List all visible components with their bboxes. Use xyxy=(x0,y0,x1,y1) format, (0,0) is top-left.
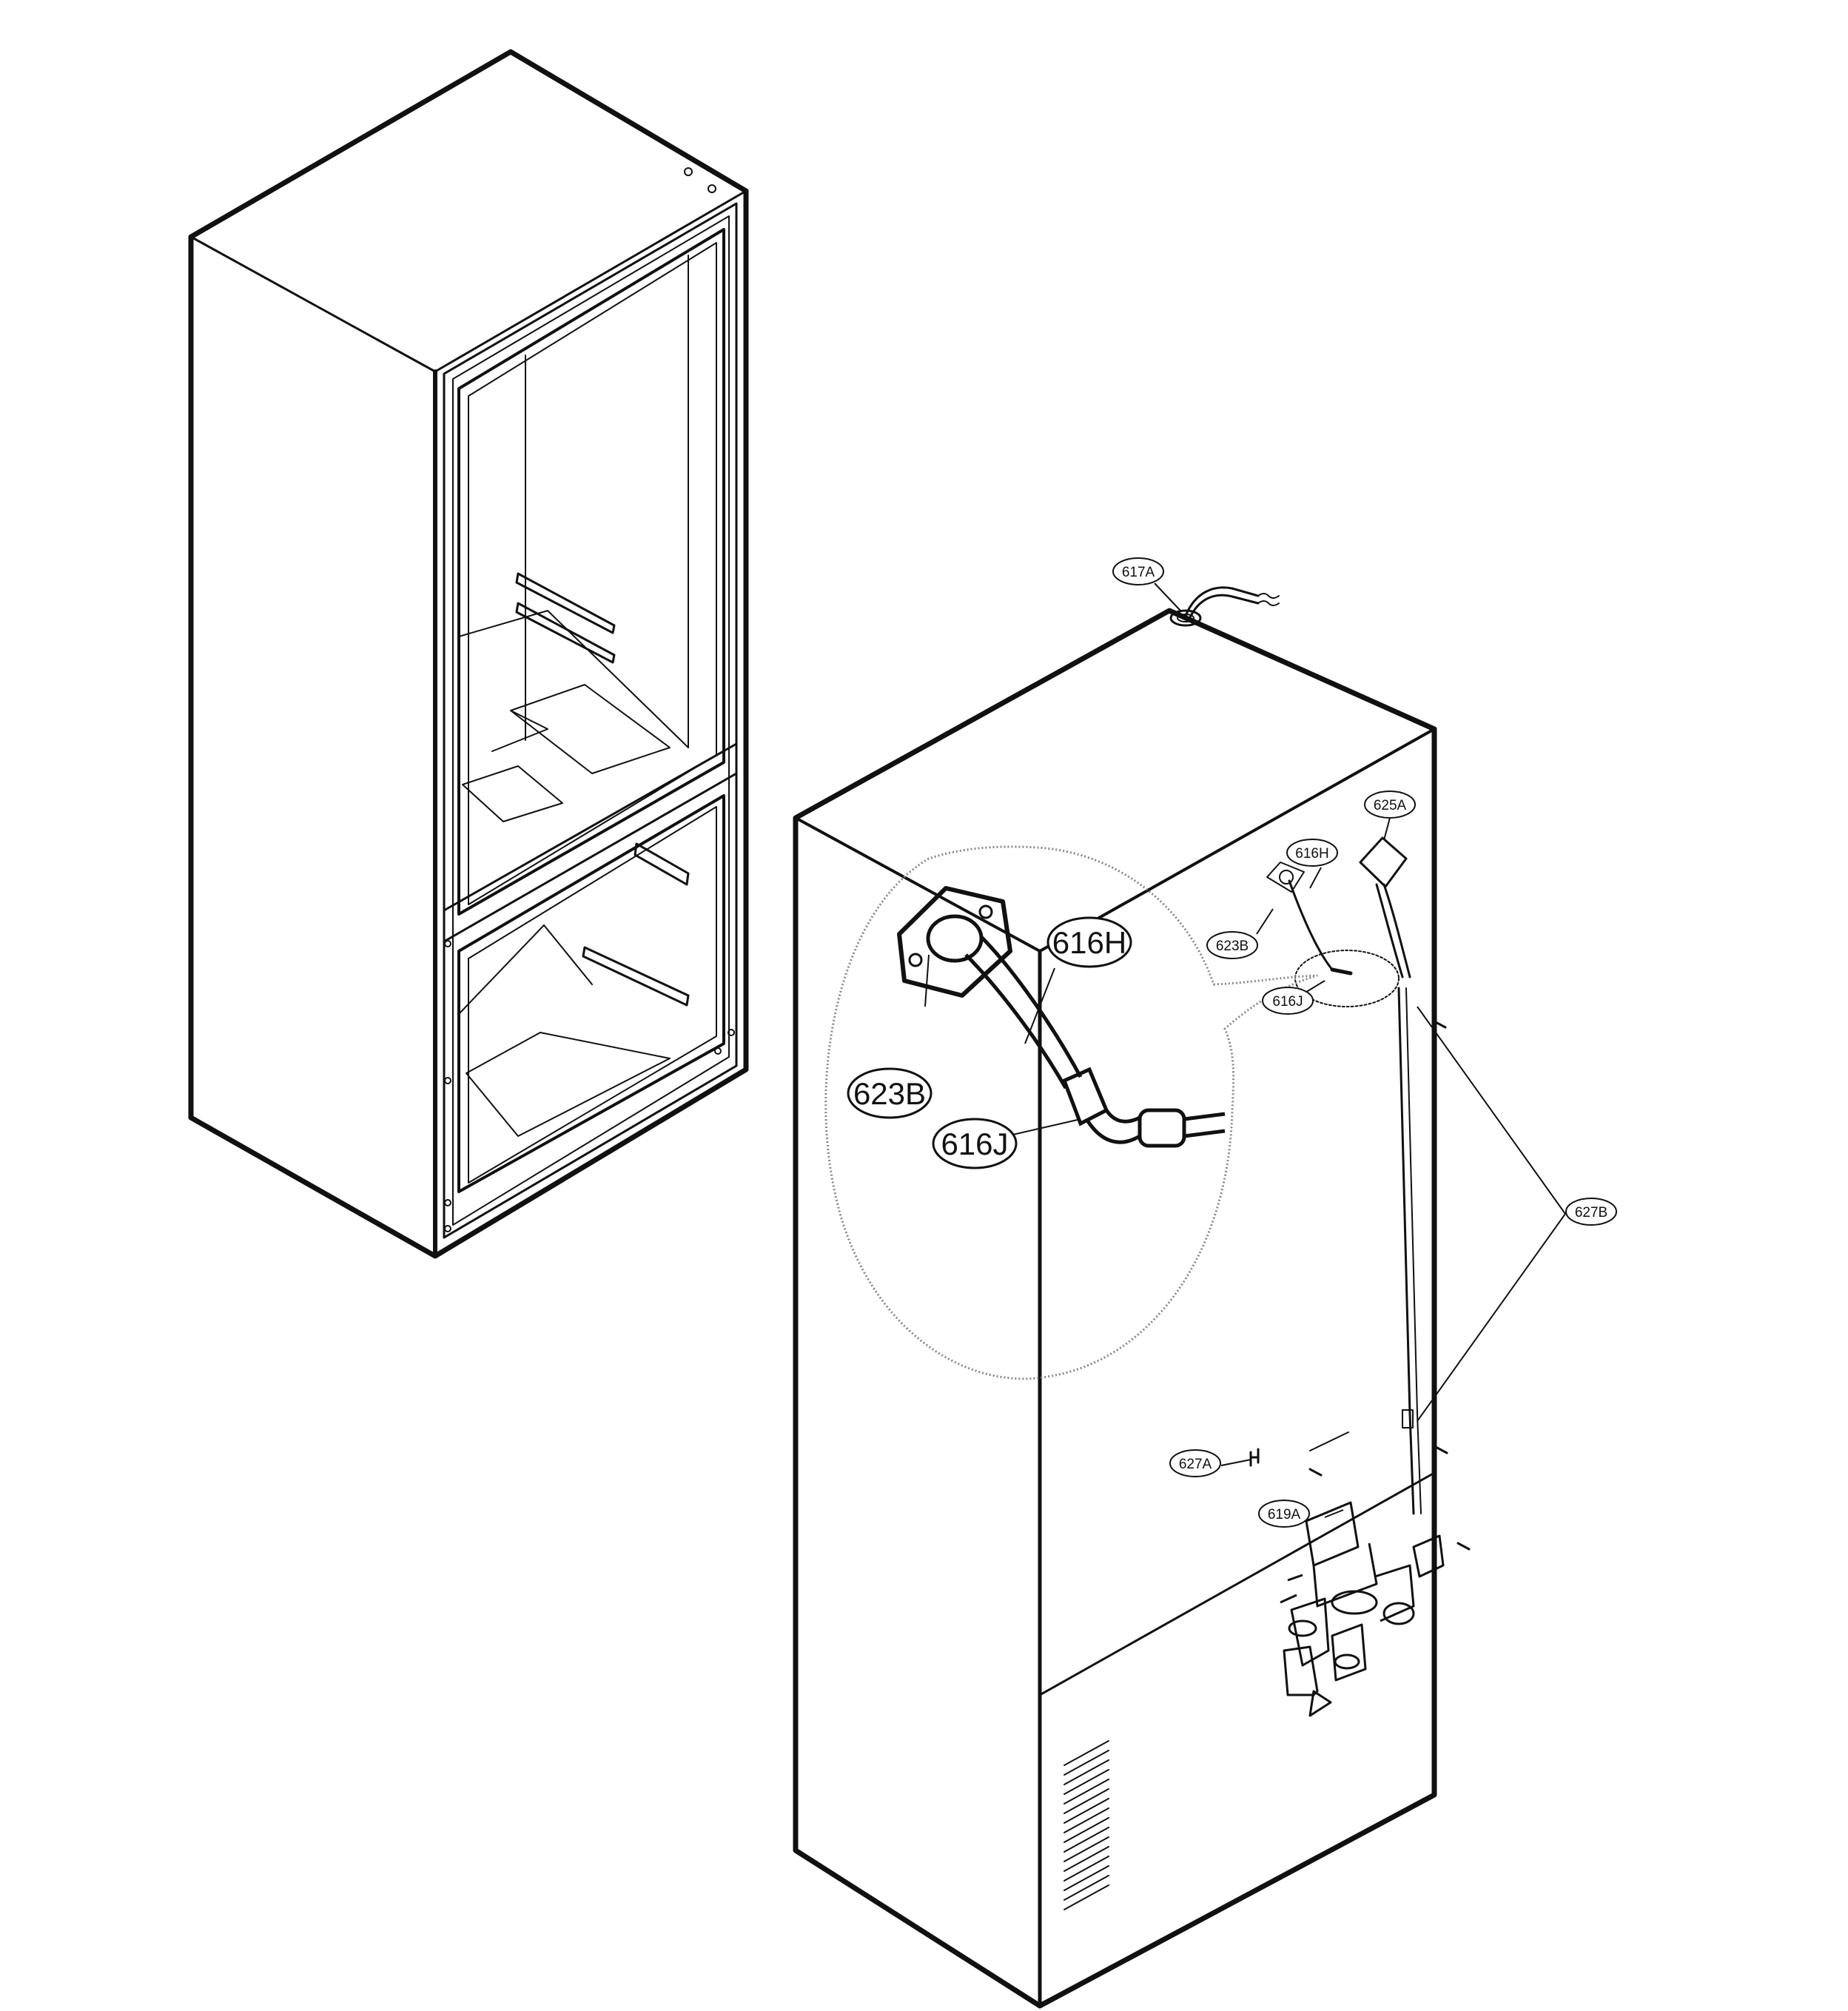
refrigerator-cabinet-front xyxy=(188,49,749,1259)
callout-623B: 623B xyxy=(1206,931,1258,959)
detail-callout-616H: 616H xyxy=(1046,916,1132,968)
callout-label: 617A xyxy=(1122,565,1155,580)
detail-callout-616J: 616J xyxy=(932,1118,1018,1169)
power-cord-grommet xyxy=(1169,586,1280,627)
callout-label: 627A xyxy=(1179,1457,1212,1472)
detail-callout-label: 616H xyxy=(1052,925,1126,960)
leader-lines xyxy=(924,583,1566,1518)
callout-619A: 619A xyxy=(1258,1500,1310,1528)
callout-label: 616J xyxy=(1272,994,1303,1010)
callout-625A: 625A xyxy=(1364,790,1416,819)
water-valve xyxy=(1280,1501,1445,1717)
callout-label: 619A xyxy=(1268,1507,1301,1522)
callout-616H: 616H xyxy=(1286,839,1338,867)
vent-grille xyxy=(1064,1740,1109,1910)
detail-callout-label: 623B xyxy=(853,1076,926,1111)
callout-627A: 627A xyxy=(1169,1449,1221,1477)
callout-label: 625A xyxy=(1374,798,1407,813)
refrigerator-cabinet-rear xyxy=(793,608,1437,2009)
callout-label: 627B xyxy=(1575,1205,1607,1221)
callout-627B: 627B xyxy=(1565,1198,1617,1226)
detail-callout-623B: 623B xyxy=(847,1067,933,1119)
callout-label: 623B xyxy=(1216,939,1249,954)
detail-callout-label: 616J xyxy=(941,1127,1008,1161)
callout-label: 616H xyxy=(1295,846,1328,862)
detail-magnification-bubble xyxy=(824,845,1318,1380)
callout-616J: 616J xyxy=(1262,987,1314,1015)
water-tubing-assembly xyxy=(1249,836,1471,1551)
callout-617A: 617A xyxy=(1112,557,1164,585)
